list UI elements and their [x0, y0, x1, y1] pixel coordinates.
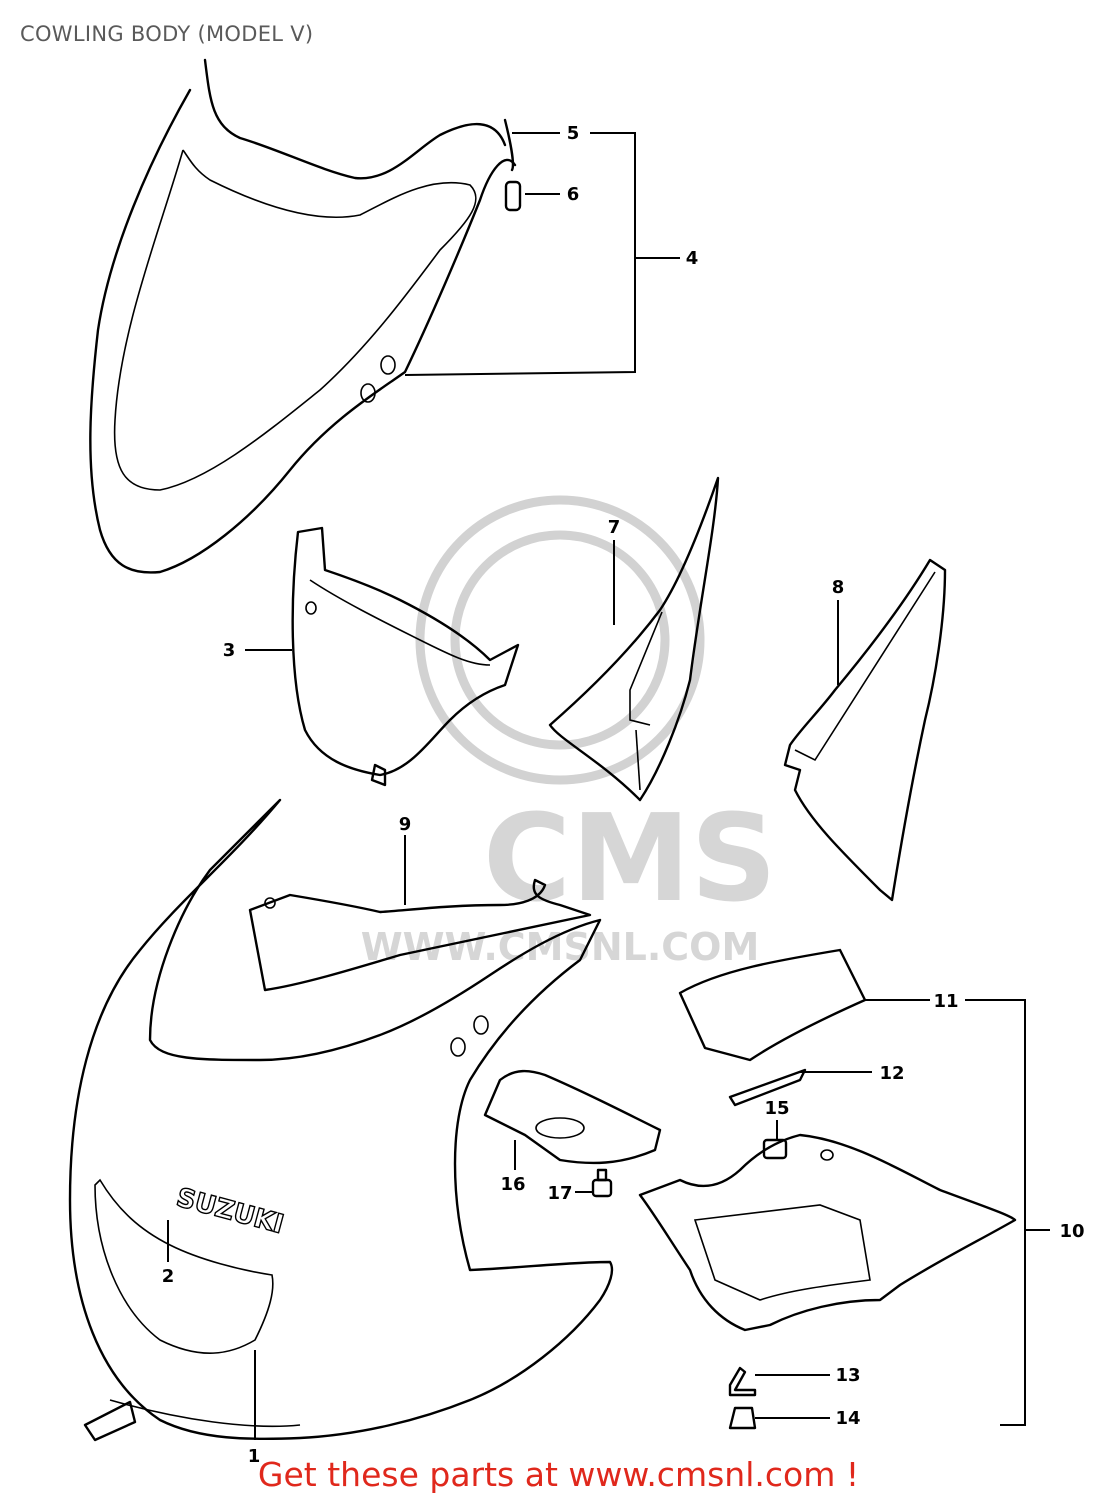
- callout-12: 12: [879, 1063, 904, 1084]
- callout-8: 8: [832, 577, 845, 598]
- cta-link[interactable]: Get these parts at www.cmsnl.com !: [257, 1455, 860, 1494]
- callout-1: 1: [248, 1446, 261, 1467]
- callout-9: 9: [399, 814, 412, 835]
- direction-arrow-icon: [83, 1400, 137, 1442]
- windscreen-part: [89, 58, 517, 574]
- leader-lines: [167, 132, 1050, 1440]
- suzuki-decal-text: SUZUKI: [173, 1183, 287, 1240]
- spring-clip-part: [728, 1366, 757, 1397]
- deflector-part: [248, 878, 592, 992]
- callout-2: 2: [162, 1266, 175, 1287]
- bolt-part: [591, 1168, 613, 1198]
- callout-13: 13: [835, 1365, 860, 1386]
- callout-7: 7: [608, 517, 621, 538]
- grommet-part: [504, 180, 522, 212]
- watermark-logo-text: CMS: [483, 790, 777, 929]
- clip-part: [762, 1138, 788, 1160]
- inner-panel-part: [291, 526, 520, 787]
- rubber-mount-part: [728, 1406, 757, 1430]
- watermark-url-text: WWW.CMSNL.COM: [361, 925, 760, 969]
- callout-6: 6: [567, 184, 580, 205]
- callout-5: 5: [567, 123, 580, 144]
- callout-17: 17: [547, 1183, 572, 1204]
- seal-strip-part: [728, 1068, 807, 1107]
- side-trim-left-part: [548, 476, 720, 802]
- cms-watermark: CMS WWW.CMSNL.COM: [361, 495, 777, 969]
- side-trim-right-part: [783, 558, 947, 902]
- diagram-title: COWLING BODY (MODEL V): [20, 22, 314, 46]
- callout-4: 4: [686, 248, 699, 269]
- bracket-part: [483, 1069, 662, 1165]
- callout-labels: 1 2 3 4 5 6 7 8 9 10 11 12 13 14 15 16 1…: [162, 123, 1085, 1467]
- callout-11: 11: [933, 991, 958, 1012]
- callout-10: 10: [1059, 1221, 1084, 1242]
- callout-16: 16: [500, 1174, 525, 1195]
- callout-14: 14: [835, 1408, 860, 1429]
- pocket-box-part: [638, 1133, 1017, 1332]
- callout-3: 3: [223, 640, 236, 661]
- callout-15: 15: [764, 1098, 789, 1119]
